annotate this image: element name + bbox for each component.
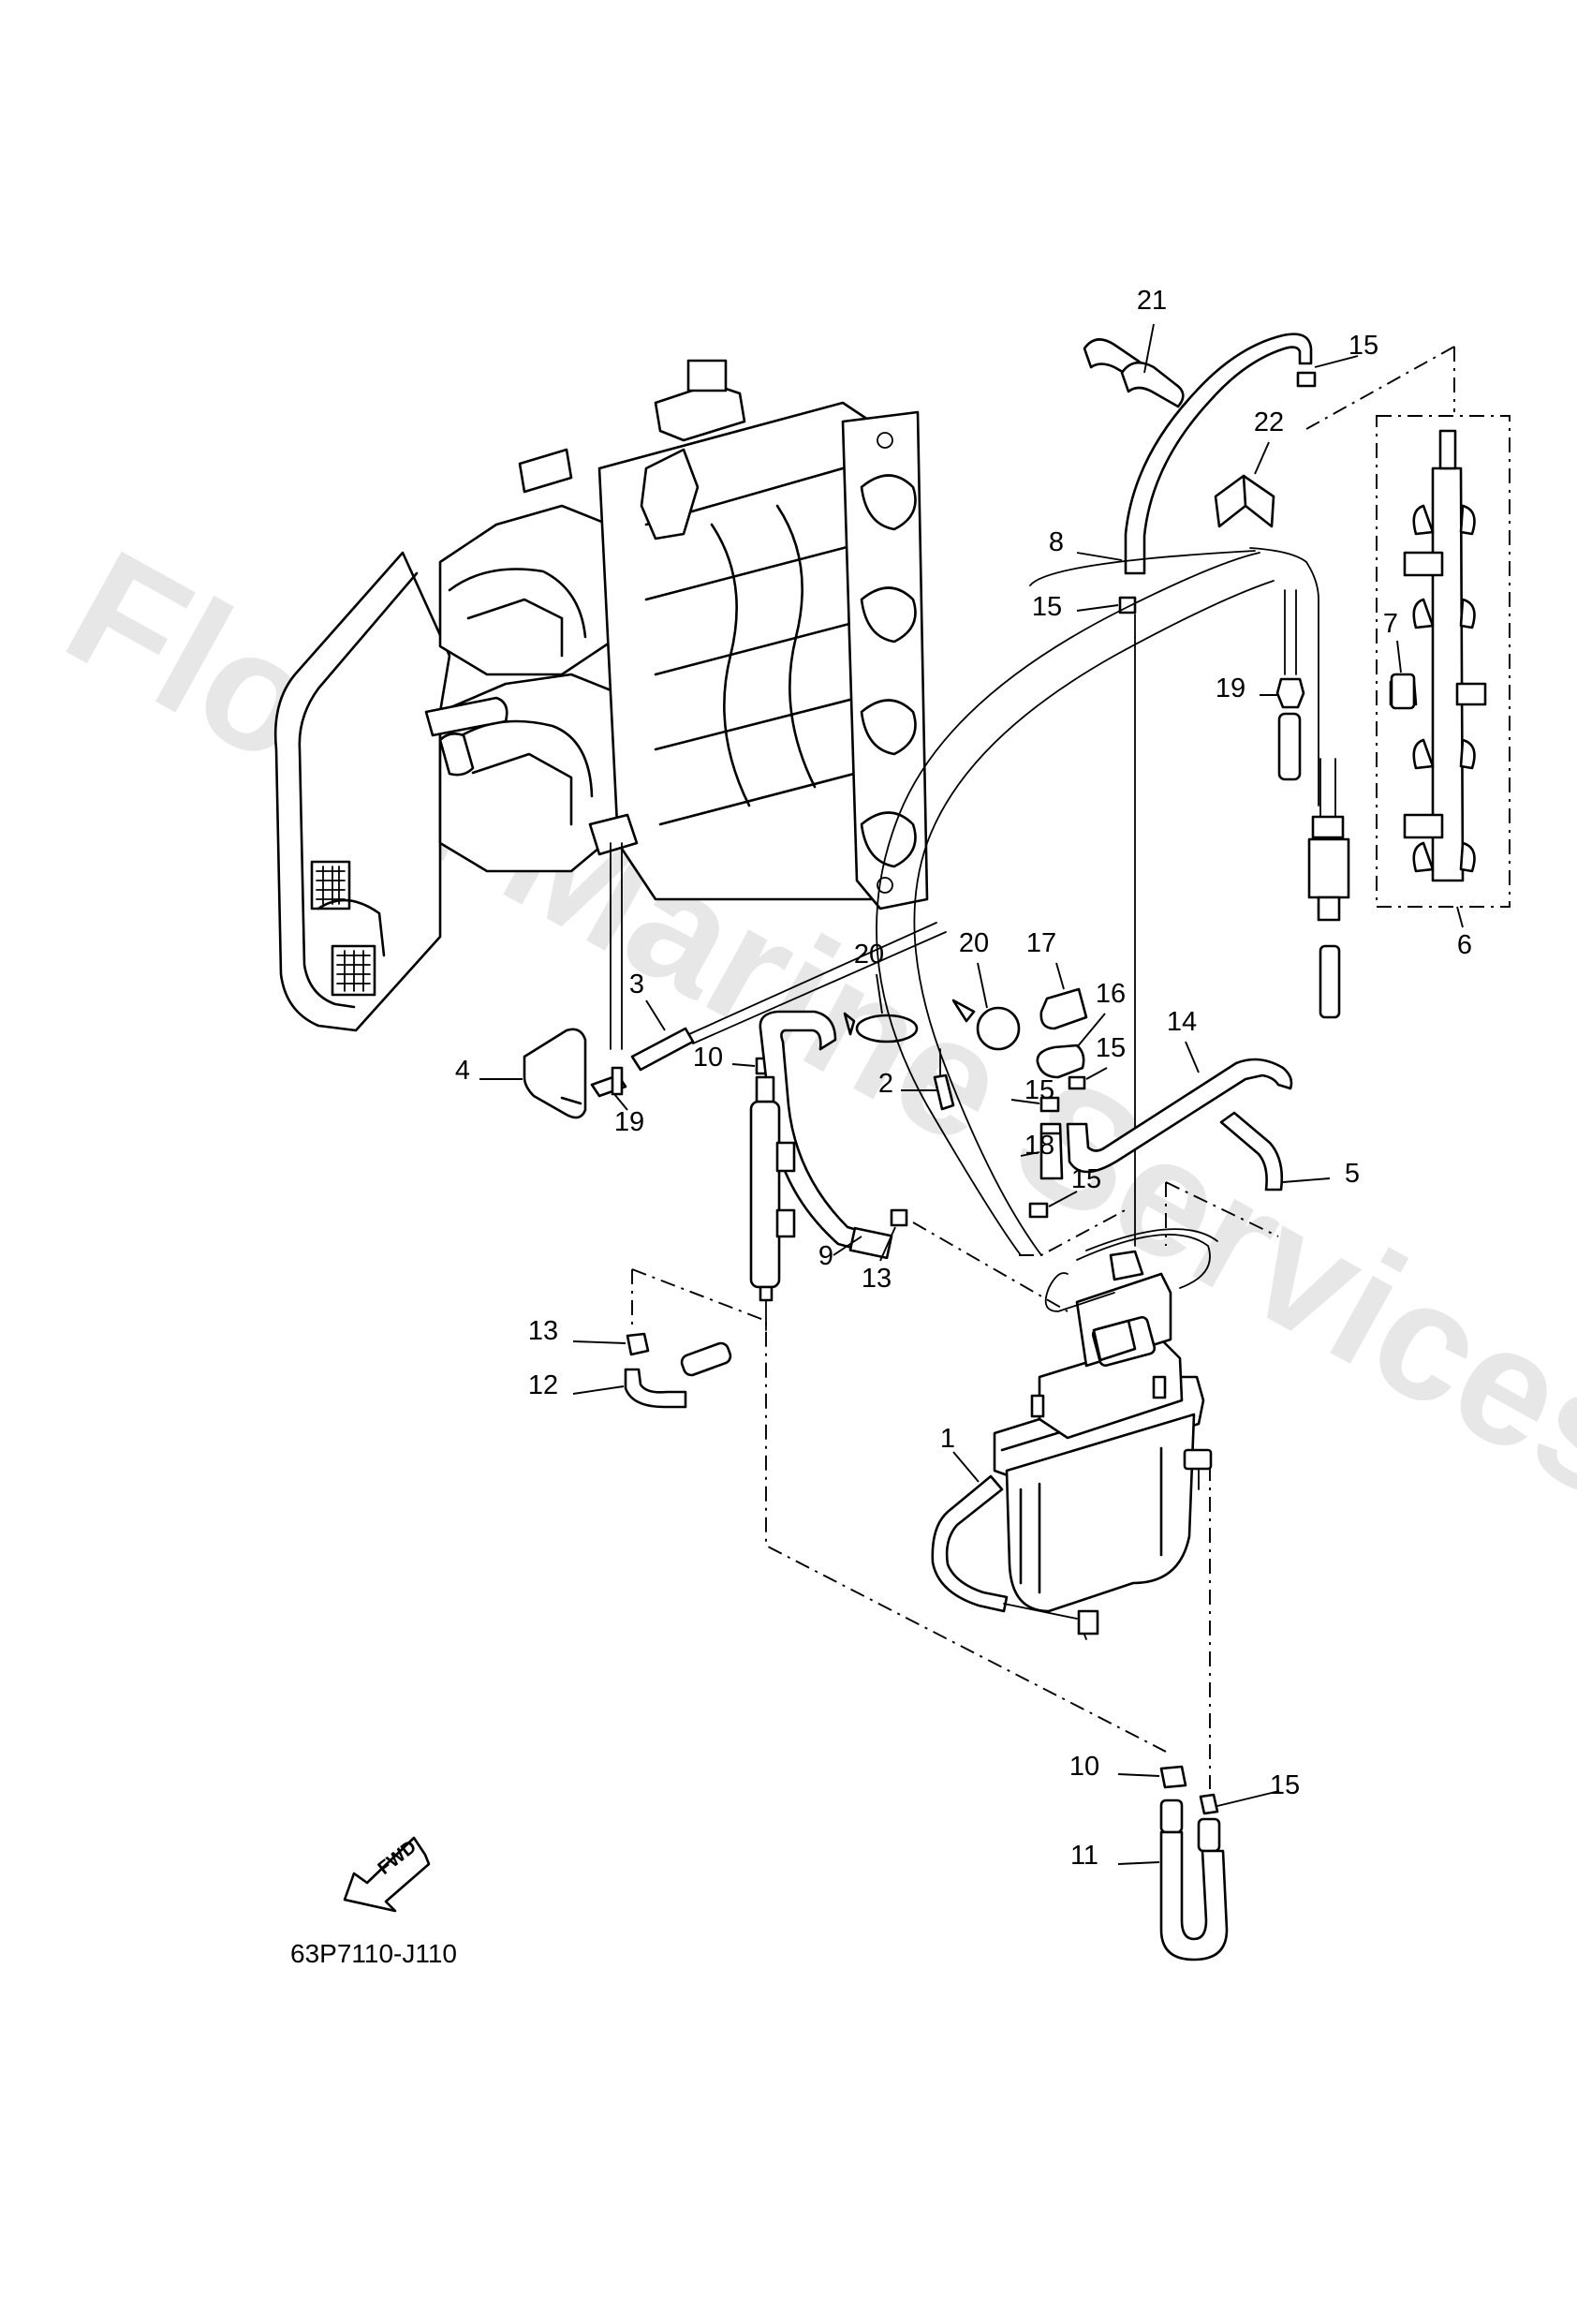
callout-18: 18 bbox=[1024, 1131, 1054, 1161]
callout-12: 12 bbox=[528, 1370, 558, 1400]
bracket-top bbox=[518, 448, 573, 494]
vapor-separator-main bbox=[993, 1228, 1218, 1640]
part-7-regulator bbox=[1390, 640, 1416, 710]
part-3-hose bbox=[630, 922, 947, 1072]
part-12-hose bbox=[572, 1341, 732, 1409]
throttle-body-upper bbox=[438, 504, 620, 676]
long-hose-arc-1 bbox=[1249, 547, 1319, 807]
intake-manifold-assembly bbox=[273, 359, 929, 1032]
callout-6: 6 bbox=[1457, 930, 1472, 960]
part-5-hose bbox=[1219, 1111, 1331, 1192]
callout-8: 8 bbox=[1049, 527, 1064, 557]
part-22-cover bbox=[1214, 441, 1275, 528]
callout-16: 16 bbox=[1096, 979, 1126, 1009]
callout-labels: 21 15 22 8 15 7 19 6 20 20 17 16 3 14 10 15 4 2 15 19 18 15 5 9… bbox=[455, 286, 1472, 1871]
callout-3: 3 bbox=[629, 970, 644, 999]
bracket-bottom bbox=[588, 813, 639, 856]
fwd-arrow-icon: FWD bbox=[343, 1837, 431, 1913]
part-8-vent-hose bbox=[1076, 333, 1313, 575]
callout-20: 20 bbox=[959, 928, 989, 958]
callout-15: 15 bbox=[1071, 1164, 1101, 1194]
part-15-clip-e bbox=[1028, 1191, 1078, 1219]
callout-10: 10 bbox=[693, 1043, 723, 1073]
long-hose-curve-b bbox=[913, 580, 1275, 1256]
part-21-clip bbox=[1083, 323, 1185, 408]
routing-line-a bbox=[631, 1268, 1167, 1753]
part-10-clip-lower bbox=[1117, 1765, 1187, 1789]
part-13-clip-lower bbox=[572, 1269, 650, 1356]
part-9-hose bbox=[759, 1010, 893, 1260]
part-15-clip-top bbox=[1296, 355, 1359, 388]
idle-valve bbox=[640, 448, 700, 540]
callout-15: 15 bbox=[1349, 331, 1378, 361]
routing-line-b bbox=[912, 1221, 1069, 1312]
part-15-clip-c bbox=[1068, 1067, 1108, 1090]
long-hose-arc-2 bbox=[1029, 550, 1256, 586]
part-2-fitting bbox=[901, 1048, 955, 1111]
part-14-hose bbox=[1066, 1041, 1293, 1174]
manifold-flange bbox=[841, 410, 929, 910]
part-17-cap bbox=[1039, 962, 1088, 1030]
callout-19: 19 bbox=[1216, 674, 1245, 703]
long-hose-curve-a bbox=[876, 552, 1260, 1256]
callout-1: 1 bbox=[940, 1424, 955, 1454]
linkage-lever bbox=[424, 696, 508, 737]
callout-15: 15 bbox=[1270, 1770, 1300, 1800]
callout-15: 15 bbox=[1032, 592, 1062, 622]
callout-15: 15 bbox=[1024, 1075, 1054, 1105]
callout-4: 4 bbox=[455, 1056, 470, 1086]
separator-small bbox=[749, 1075, 796, 1331]
part-15-clip-b bbox=[1076, 596, 1137, 614]
callout-13: 13 bbox=[528, 1316, 558, 1346]
sensor-connector bbox=[686, 359, 728, 392]
callout-21: 21 bbox=[1137, 286, 1167, 316]
callout-2: 2 bbox=[878, 1069, 893, 1099]
callout-5: 5 bbox=[1345, 1159, 1360, 1189]
part-19-connector-lower bbox=[590, 1066, 628, 1111]
routing-line-d bbox=[1019, 1207, 1129, 1256]
part-1-hose bbox=[931, 1451, 1078, 1620]
callout-20: 20 bbox=[854, 940, 884, 970]
part-20-clamp-b bbox=[951, 962, 1021, 1051]
part-15-clip-f bbox=[1199, 1790, 1280, 1815]
part-13-clip-upper bbox=[879, 1208, 908, 1262]
part-16-grommet bbox=[1036, 1013, 1106, 1079]
diagram-code: 63P7110-J110 bbox=[290, 1939, 457, 1968]
part-11-u-hose bbox=[1117, 1799, 1229, 1961]
callout-7: 7 bbox=[1383, 609, 1398, 639]
part-4-elbow-hose bbox=[479, 1028, 587, 1119]
callout-15: 15 bbox=[1096, 1033, 1126, 1063]
callout-10: 10 bbox=[1069, 1752, 1099, 1782]
linkage-pin bbox=[438, 733, 475, 777]
part-15-clip-d bbox=[1010, 1096, 1060, 1113]
callout-9: 9 bbox=[818, 1241, 833, 1271]
part-6-fuel-rail bbox=[1305, 346, 1511, 928]
callout-22: 22 bbox=[1254, 407, 1284, 437]
part-18-hose bbox=[1020, 1122, 1064, 1180]
callout-17: 17 bbox=[1026, 928, 1056, 958]
part-19-connector-upper bbox=[1260, 589, 1305, 781]
part-20-clamp-a bbox=[843, 973, 919, 1044]
inline-fuel-filter bbox=[1307, 758, 1350, 1019]
callout-19: 19 bbox=[614, 1107, 644, 1137]
callout-13: 13 bbox=[862, 1264, 892, 1294]
callout-14: 14 bbox=[1167, 1007, 1197, 1037]
callout-11: 11 bbox=[1070, 1841, 1098, 1871]
silencer-box bbox=[273, 551, 451, 1032]
